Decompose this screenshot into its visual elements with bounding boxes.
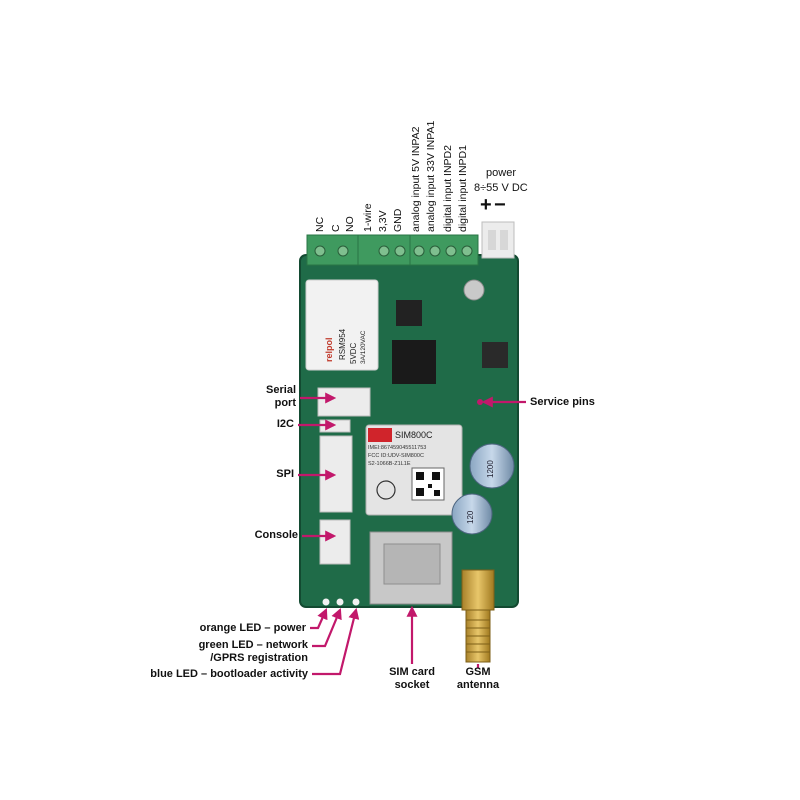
label-c: C — [330, 224, 342, 232]
terminal-block-inputs — [409, 234, 479, 266]
capacitor-1 — [469, 443, 515, 489]
label-serial-port: Serial port — [240, 384, 296, 410]
label-serial-port-line1: Serial — [266, 384, 296, 396]
module-name-text: SIM800C — [395, 430, 433, 440]
label-green-led-line2: /GPRS registration — [210, 652, 308, 664]
console-connector — [319, 519, 351, 565]
service-pins-point — [477, 399, 483, 405]
label-green-led: green LED – network /GPRS registration — [150, 639, 308, 665]
label-orange-led: orange LED – power — [199, 622, 306, 634]
power-range: 8÷55 V DC — [474, 182, 528, 194]
relay-rating-text: 3A/120VAC — [360, 330, 367, 364]
label-3v3: 3,3V — [377, 210, 389, 232]
sma-connector — [461, 569, 495, 663]
capacitor-2-text: 120 — [466, 510, 475, 524]
label-blue-led: blue LED – bootloader activity — [150, 668, 308, 680]
label-analog-5v: analog input 5V INPA2 — [410, 126, 422, 232]
terminal-block-sensor — [357, 234, 411, 266]
sim-socket — [369, 531, 453, 605]
blue-led — [352, 598, 360, 606]
power-connector — [481, 221, 515, 259]
label-nc: NC — [314, 216, 326, 232]
label-1-wire: 1-wire — [362, 203, 374, 232]
callout-arrows — [298, 392, 526, 676]
module-fcc-text: FCC ID:UDV-SIM800C — [368, 453, 424, 459]
power-plus: + — [480, 194, 492, 216]
label-service-pins: Service pins — [530, 396, 595, 408]
label-gsm-antenna-line2: antenna — [456, 679, 500, 691]
label-spi: SPI — [276, 468, 294, 480]
relay-model-text: RSM954 — [338, 328, 347, 360]
arrow-orange-led — [310, 607, 328, 630]
relay-voltage-text: 5VDC — [349, 342, 358, 364]
orange-led — [322, 598, 330, 606]
power-minus: − — [494, 194, 506, 216]
label-gnd: GND — [392, 208, 404, 232]
module-imei-text: IMEI:867459045511753 — [368, 445, 427, 451]
label-analog-33v: analog input 33V INPA1 — [425, 120, 437, 232]
arrow-green-led — [312, 607, 342, 648]
capacitor-1-text: 1200 — [486, 460, 495, 478]
label-green-led-line1: green LED – network — [198, 639, 308, 651]
label-sim-socket: SIM card socket — [380, 666, 444, 692]
capacitor-2 — [451, 493, 493, 535]
module-serial-text: S2-1066B-Z1L1E — [368, 461, 411, 467]
green-led — [336, 598, 344, 606]
label-sim-socket-line1: SIM card — [389, 666, 435, 678]
inductor — [482, 342, 508, 368]
gsm-module — [365, 424, 463, 516]
label-digital-1: digital input INPD1 — [457, 145, 469, 232]
relay — [305, 279, 379, 371]
label-gsm-antenna-line1: GSM — [465, 666, 491, 678]
small-chip — [396, 300, 422, 326]
round-component — [463, 279, 485, 301]
label-console: Console — [254, 529, 298, 541]
relay-brand-text: relpol — [324, 337, 334, 362]
label-gsm-antenna: GSM antenna — [448, 666, 508, 692]
label-sim-socket-line2: socket — [394, 679, 430, 691]
label-digital-2: digital input INPD2 — [442, 145, 454, 232]
power-title: power — [486, 167, 516, 179]
mcu-chip — [392, 340, 436, 384]
label-serial-port-line2: port — [274, 397, 296, 409]
arrow-blue-led — [312, 607, 360, 676]
label-no: NO — [344, 216, 356, 232]
label-i2c: I2C — [276, 418, 294, 430]
serial-port-connector — [317, 387, 371, 417]
